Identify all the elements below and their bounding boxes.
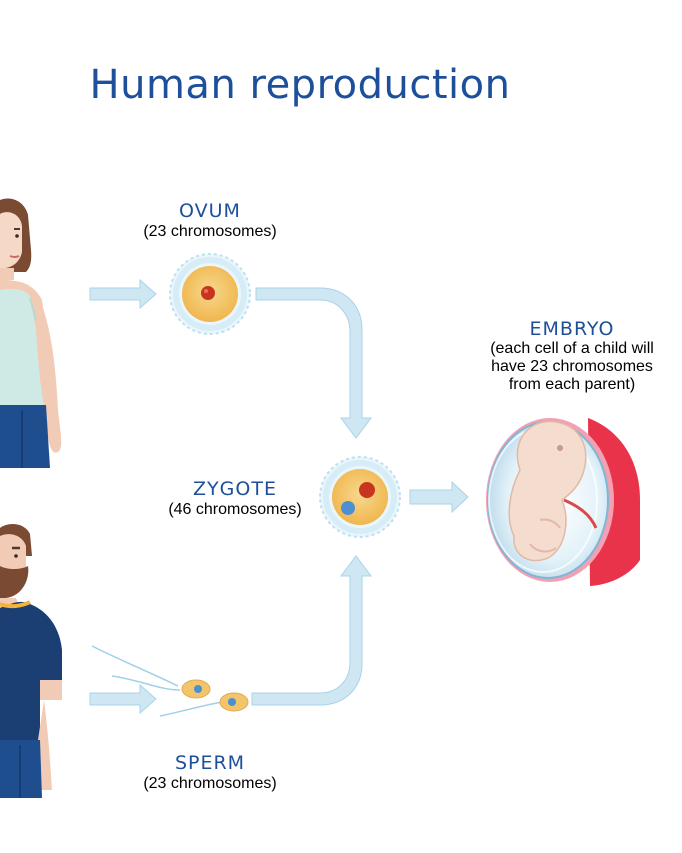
zygote-cell bbox=[319, 456, 401, 538]
man-figure bbox=[0, 524, 62, 798]
arrow-sperm-to-zygote bbox=[251, 555, 372, 706]
sperm-cells bbox=[91, 645, 249, 717]
arrow-ovum-to-zygote bbox=[255, 287, 372, 439]
ovum-chromosomes: (23 chromosomes) bbox=[143, 223, 277, 240]
arrow-zygote-to-embryo bbox=[409, 480, 469, 514]
embryo-name: EMBRYO bbox=[529, 318, 615, 340]
page-title: Human reproduction bbox=[89, 62, 511, 108]
woman-figure bbox=[0, 198, 62, 468]
embryo-in-womb bbox=[486, 418, 640, 586]
sperm-chromosomes: (23 chromosomes) bbox=[143, 775, 277, 792]
zygote-name: ZYGOTE bbox=[193, 478, 277, 500]
sperm-name: SPERM bbox=[174, 752, 246, 774]
ovum-label: OVUM (23 chromosomes) bbox=[120, 200, 300, 241]
ovum-name: OVUM bbox=[179, 200, 241, 222]
reproduction-diagram bbox=[0, 198, 640, 798]
arrow-woman-to-ovum bbox=[89, 278, 157, 310]
embryo-detail-line-2: have 23 chromosomes bbox=[491, 358, 653, 375]
arrow-man-to-sperm bbox=[89, 683, 157, 715]
sperm-label: SPERM (23 chromosomes) bbox=[120, 752, 300, 793]
ovum-cell bbox=[169, 253, 251, 335]
embryo-detail-line-1: (each cell of a child will bbox=[490, 340, 654, 357]
zygote-chromosomes: (46 chromosomes) bbox=[168, 501, 302, 518]
embryo-label: EMBRYO (each cell of a child will have 2… bbox=[462, 318, 682, 394]
embryo-detail-line-3: from each parent) bbox=[508, 376, 636, 393]
zygote-label: ZYGOTE (46 chromosomes) bbox=[150, 478, 320, 519]
